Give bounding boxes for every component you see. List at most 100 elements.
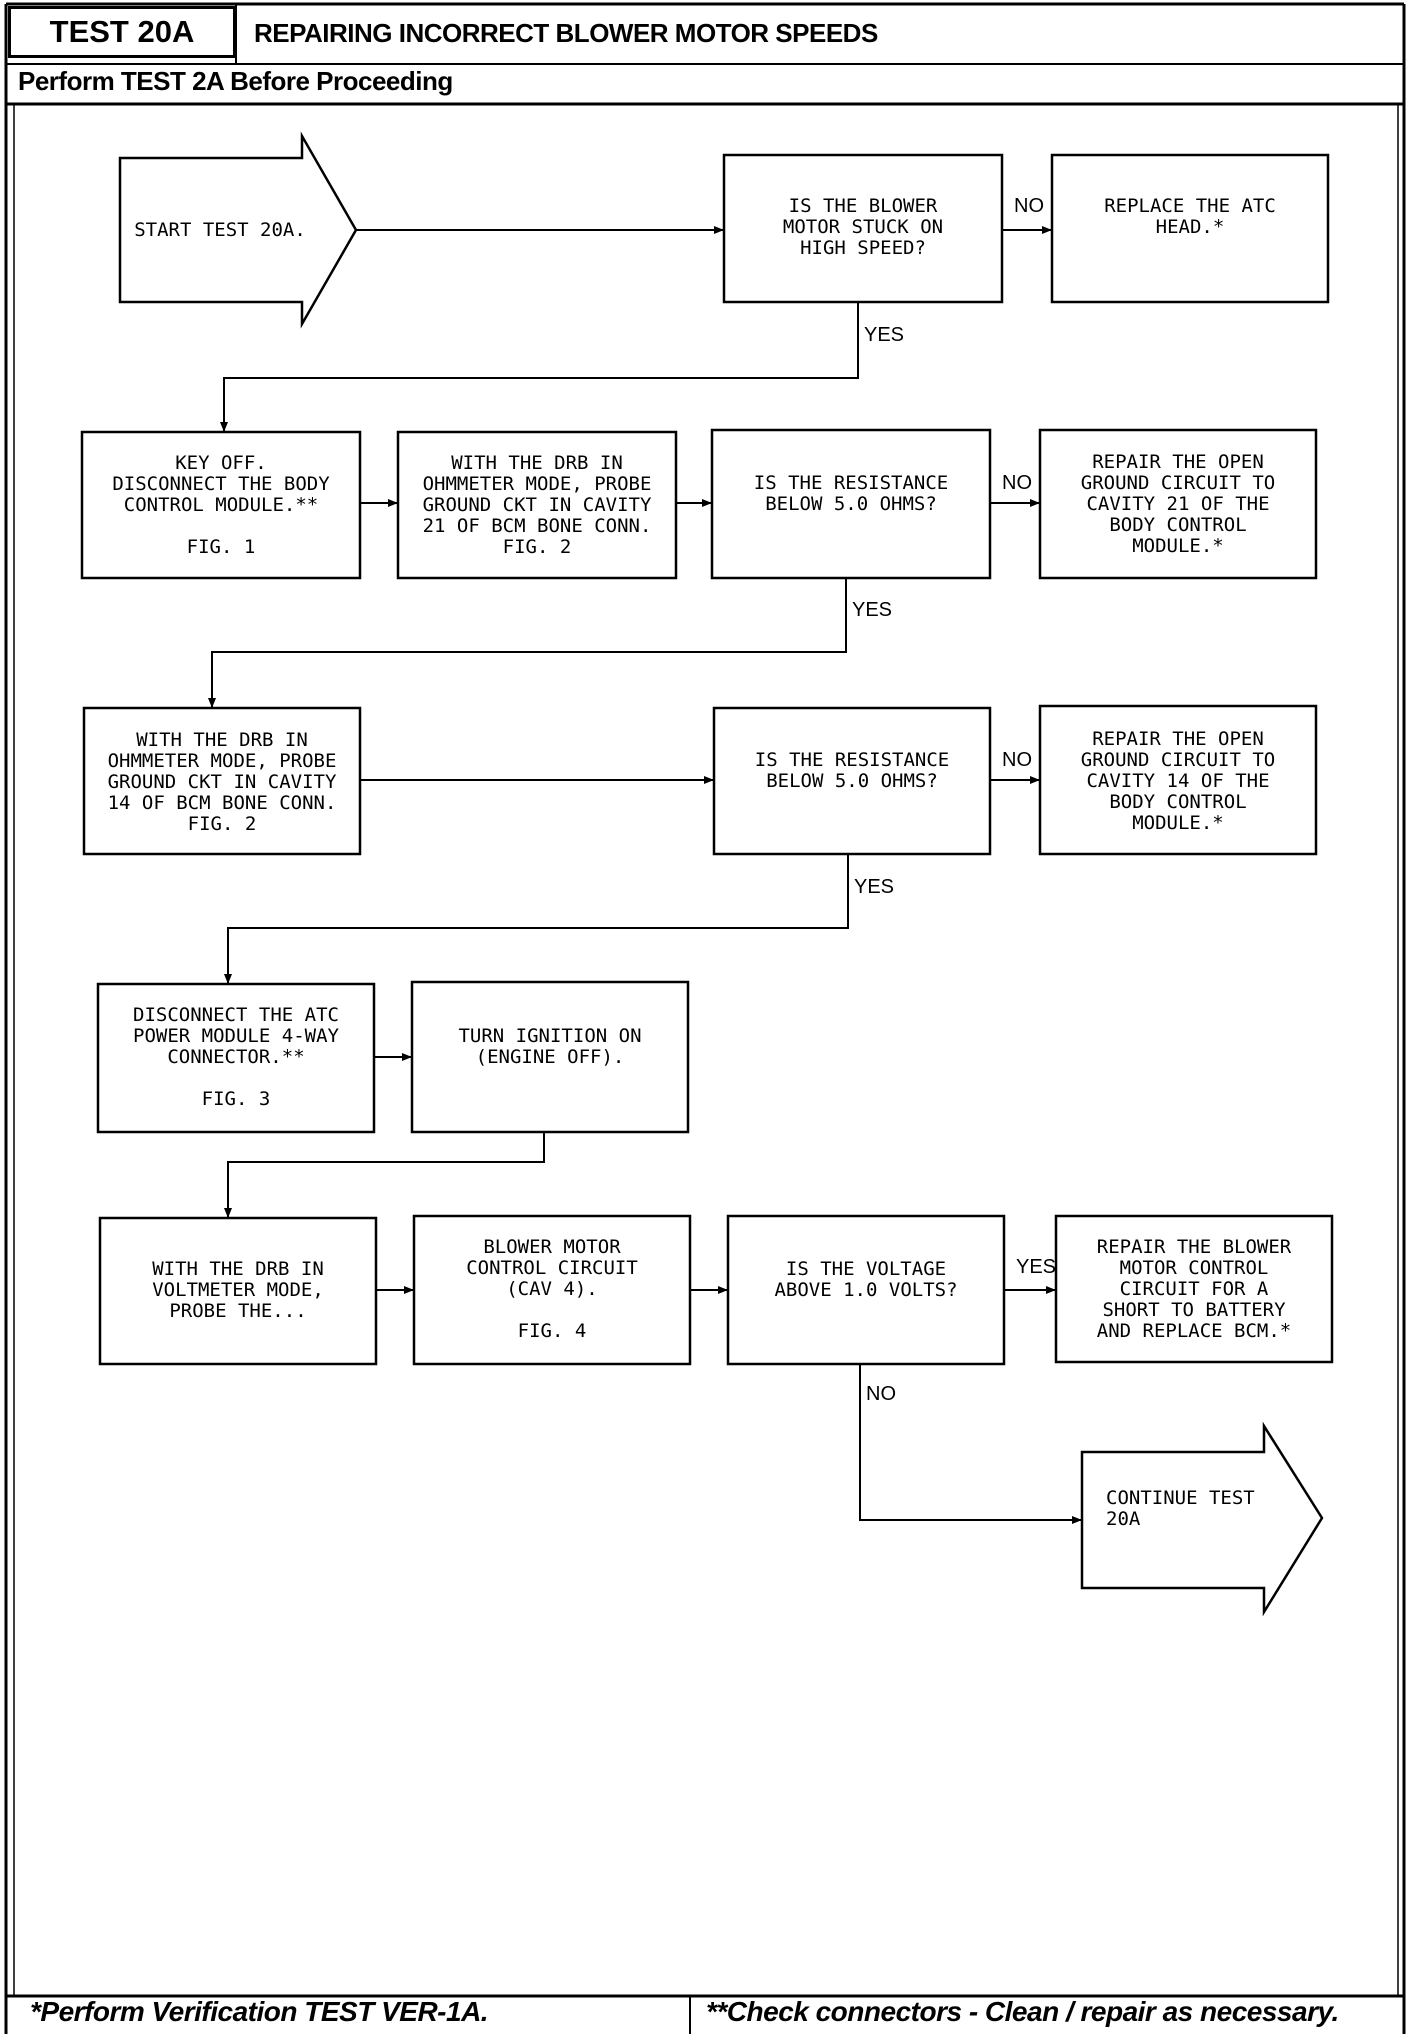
node-text-line: CAVITY 14 OF THE <box>1086 770 1269 792</box>
node-text-line: GROUND CIRCUIT TO <box>1081 749 1275 771</box>
node-text-line: 20A <box>1106 1508 1141 1530</box>
node-text-line: DISCONNECT THE ATC <box>133 1004 339 1026</box>
node-text-line: BELOW 5.0 OHMS? <box>766 770 938 792</box>
node-text-line: BODY CONTROL <box>1109 514 1246 536</box>
label-q-volt-yes: YES <box>1016 1256 1056 1278</box>
prerequisite-note: Perform TEST 2A Before Proceeding <box>18 66 453 96</box>
node-text-line <box>546 1299 557 1321</box>
connector-q-res-2-yes <box>224 854 849 984</box>
text-start: START TEST 20A. <box>134 219 306 241</box>
node-text-line: CONTROL CIRCUIT <box>466 1257 638 1279</box>
box-q-res-2 <box>712 706 992 856</box>
node-text-line: IS THE VOLTAGE <box>786 1258 946 1280</box>
node-text-line: AND REPLACE BCM.* <box>1097 1320 1291 1342</box>
box-replace-head <box>1050 153 1330 304</box>
node-text-line: CONNECTOR.** <box>167 1046 304 1068</box>
node-text-line: GROUND CKT IN CAVITY <box>108 771 337 793</box>
node-text-line: IS THE RESISTANCE <box>754 472 948 494</box>
node-text-line: WITH THE DRB IN <box>152 1258 324 1280</box>
node-text-line: DISCONNECT THE BODY <box>112 473 330 495</box>
node-text-line: CONTINUE TEST <box>1106 1487 1255 1509</box>
box-q-res-1 <box>710 428 992 580</box>
node-text-line: MOTOR CONTROL <box>1120 1257 1269 1279</box>
node-text-line: GROUND CIRCUIT TO <box>1081 472 1275 494</box>
node-text-line: REPAIR THE OPEN <box>1092 728 1264 750</box>
text-ignition-on: TURN IGNITION ON(ENGINE OFF). <box>458 1025 641 1068</box>
node-text-line: (ENGINE OFF). <box>476 1046 625 1068</box>
node-text-line: BELOW 5.0 OHMS? <box>765 493 937 515</box>
node-text-line: VOLTMETER MODE, <box>152 1279 324 1301</box>
box-ignition-on <box>410 980 690 1134</box>
node-text-line: FIG. 4 <box>518 1320 587 1342</box>
page-frame <box>4 2 1406 2034</box>
test-title: REPAIRING INCORRECT BLOWER MOTOR SPEEDS <box>254 18 878 48</box>
label-q-res-2-yes: YES <box>854 876 894 898</box>
test-id: TEST 20A <box>8 6 236 58</box>
node-text-line: SHORT TO BATTERY <box>1102 1299 1286 1321</box>
node-text-line: 21 OF BCM BONE CONN. <box>423 515 652 537</box>
node-text-line: BLOWER MOTOR <box>483 1236 621 1258</box>
connector-q-stuck-yes <box>220 302 859 432</box>
node-text-line: PROBE THE... <box>169 1300 306 1322</box>
box-probe-21 <box>396 430 678 580</box>
connector-q-res-1-yes <box>208 578 847 708</box>
node-text-line: ABOVE 1.0 VOLTS? <box>774 1279 957 1301</box>
box-q-stuck <box>722 153 1004 304</box>
node-text-line: 14 OF BCM BONE CONN. <box>108 792 337 814</box>
label-q-volt-no: NO <box>866 1383 896 1405</box>
node-text-line: POWER MODULE 4-WAY <box>133 1025 339 1047</box>
label-q-res-1-yes: YES <box>852 599 892 621</box>
node-text-line <box>230 1067 241 1089</box>
node-text-line: MODULE.* <box>1132 535 1224 557</box>
node-text-line: TURN IGNITION ON <box>458 1025 641 1047</box>
node-text-line: FIG. 1 <box>187 536 256 558</box>
node-text-line: MOTOR STUCK ON <box>783 216 943 238</box>
footer-connector-note: **Check connectors - Clean / repair as n… <box>706 1996 1339 2027</box>
node-text-line: WITH THE DRB IN <box>451 452 623 474</box>
box-q-volt <box>726 1214 1006 1366</box>
node-text-line: FIG. 3 <box>202 1088 271 1110</box>
connector-q-volt-no <box>859 1364 1082 1524</box>
label-q-stuck-no: NO <box>1014 195 1044 217</box>
node-text-line: CIRCUIT FOR A <box>1120 1278 1269 1300</box>
connector-ignition-voltmeter <box>224 1132 545 1218</box>
box-probe-14 <box>82 706 362 856</box>
node-text-line: START TEST 20A. <box>134 219 306 241</box>
node-text-line: GROUND CKT IN CAVITY <box>423 494 652 516</box>
node-text-line: HIGH SPEED? <box>800 237 926 259</box>
node-text-line: REPAIR THE OPEN <box>1092 451 1264 473</box>
box-blower-ckt <box>412 1214 692 1366</box>
node-text-line: OHMMETER MODE, PROBE <box>108 750 337 772</box>
box-repair-short <box>1054 1214 1334 1364</box>
node-text-line: REPAIR THE BLOWER <box>1097 1236 1292 1258</box>
continue-arrow-shape <box>1080 1421 1324 1617</box>
node-text-line: HEAD.* <box>1156 216 1225 238</box>
node-text-line: (CAV 4). <box>506 1278 598 1300</box>
node-text-line: KEY OFF. <box>175 452 267 474</box>
footer-verification-note: *Perform Verification TEST VER-1A. <box>30 1996 489 2027</box>
label-q-res-2-no: NO <box>1002 749 1032 771</box>
node-text-line: WITH THE DRB IN <box>136 729 308 751</box>
node-text-line: MODULE.* <box>1132 812 1224 834</box>
node-text-line: CAVITY 21 OF THE <box>1086 493 1269 515</box>
box-repair-14 <box>1038 704 1318 856</box>
node-text-line: OHMMETER MODE, PROBE <box>423 473 652 495</box>
node-text-line: IS THE BLOWER <box>789 195 938 217</box>
box-key-off <box>80 430 362 580</box>
label-q-stuck-yes: YES <box>864 324 904 346</box>
node-text-line: FIG. 2 <box>503 536 572 558</box>
